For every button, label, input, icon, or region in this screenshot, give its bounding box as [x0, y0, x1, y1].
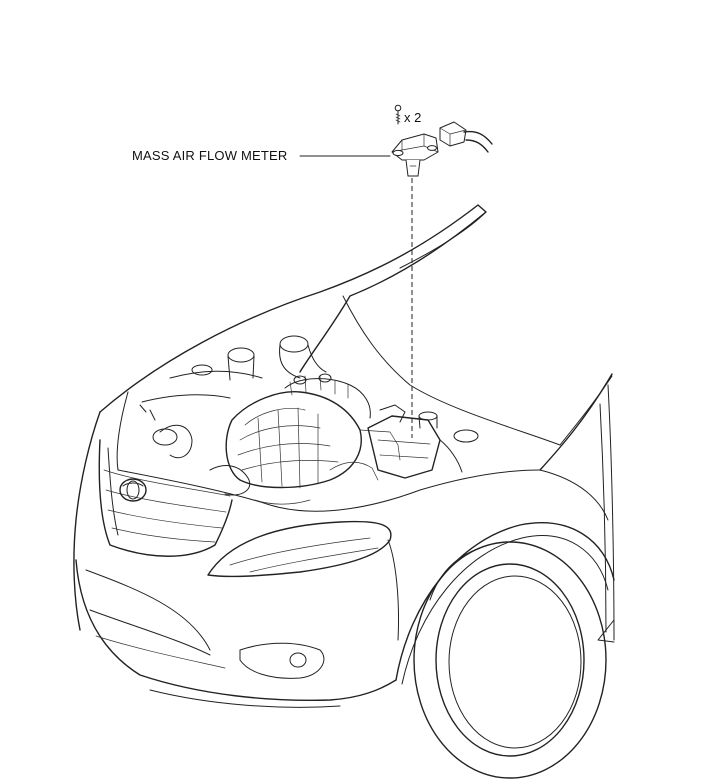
vehicle-front-icon — [73, 204, 615, 779]
connector-icon — [439, 121, 493, 153]
screw-quantity-label: x 2 — [404, 110, 422, 125]
screw-icon — [394, 104, 402, 125]
mass-air-flow-meter-icon — [391, 133, 439, 177]
mass-air-flow-meter-label: MASS AIR FLOW METER — [132, 148, 288, 163]
hood — [99, 204, 487, 413]
